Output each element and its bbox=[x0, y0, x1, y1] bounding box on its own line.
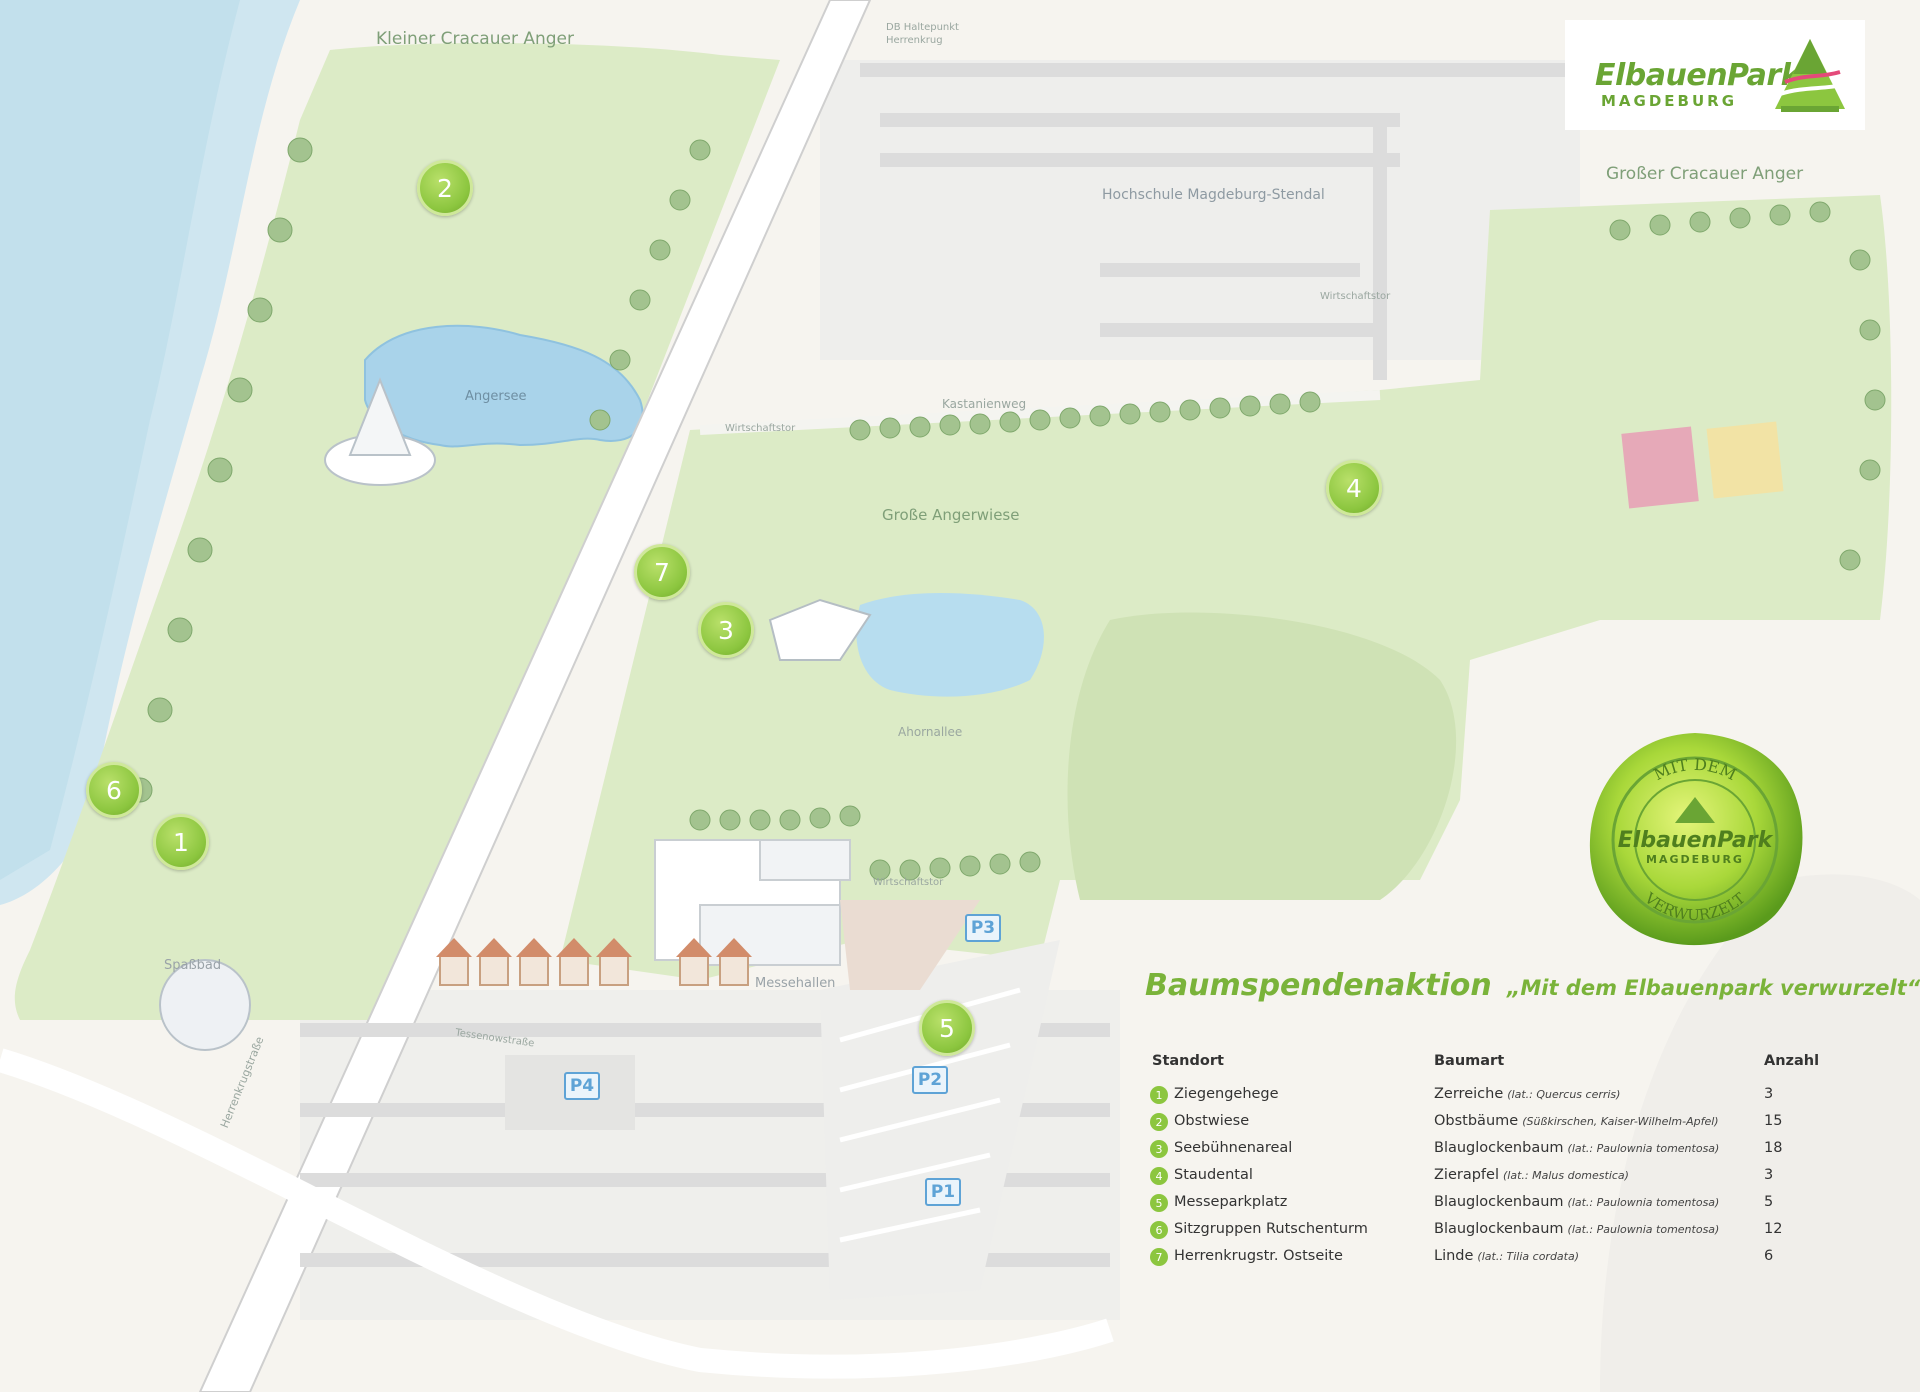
legend-row-count: 5 bbox=[1764, 1194, 1774, 1210]
legend-row-site: Ziegengehege bbox=[1174, 1086, 1279, 1102]
legend-row-count: 3 bbox=[1764, 1167, 1774, 1183]
label-messehallen: Messehallen bbox=[755, 976, 836, 991]
legend-row-site: Obstwiese bbox=[1174, 1113, 1250, 1129]
legend-row: 5 Messeparkplatz Blauglockenbaum(lat.: P… bbox=[1150, 1193, 1830, 1217]
parking-p4[interactable]: P4 bbox=[564, 1072, 600, 1100]
legend-row-site: Messeparkplatz bbox=[1174, 1194, 1288, 1210]
parking-p1[interactable]: P1 bbox=[925, 1178, 961, 1206]
elbauenpark-logo: ElbauenPark MAGDEBURG bbox=[1565, 20, 1865, 130]
label-grosser-cracauer-anger: Großer Cracauer Anger bbox=[1606, 164, 1804, 184]
label-hochschule: Hochschule Magdeburg-Stendal bbox=[1102, 187, 1325, 203]
legend-row-number: 7 bbox=[1150, 1248, 1168, 1266]
legend-header-tree: Baumart bbox=[1434, 1053, 1505, 1069]
legend-row-number: 6 bbox=[1150, 1221, 1168, 1239]
marker-2-obstwiese[interactable]: 2 bbox=[417, 160, 473, 216]
label-haltepunkt-line1: DB Haltepunkt bbox=[886, 22, 959, 33]
legend-row-site: Herrenkrugstr. Ostseite bbox=[1174, 1248, 1343, 1264]
park-west bbox=[14, 43, 780, 1020]
campaign-subtitle: „Mit dem Elbauenpark verwurzelt“ bbox=[1506, 976, 1920, 1000]
marker-5-messeparkplatz[interactable]: 5 bbox=[919, 1000, 975, 1056]
legend-row: 3 Seebühnenareal Blauglockenbaum(lat.: P… bbox=[1150, 1139, 1830, 1163]
verwurzelt-seal: MIT DEM VERWURZELT ElbauenPark MAGDEBURG bbox=[1589, 733, 1803, 946]
logo-city: MAGDEBURG bbox=[1601, 92, 1738, 110]
parking-p2[interactable]: P2 bbox=[912, 1066, 948, 1094]
legend-row-site: Staudental bbox=[1174, 1167, 1253, 1183]
label-grosse-angerwiese: Große Angerwiese bbox=[882, 506, 1020, 524]
legend-row-number: 1 bbox=[1150, 1086, 1168, 1104]
legend-row-count: 18 bbox=[1764, 1140, 1783, 1156]
legend-row-tree: Blauglockenbaum(lat.: Paulownia tomentos… bbox=[1434, 1140, 1720, 1156]
legend-row: 6 Sitzgruppen Rutschenturm Blauglockenba… bbox=[1150, 1220, 1830, 1244]
logo-tree-icon bbox=[1775, 39, 1846, 112]
marker-4-staudental[interactable]: 4 bbox=[1326, 460, 1382, 516]
marker-7-herrenkrugstr-ostseite[interactable]: 7 bbox=[634, 544, 690, 600]
marker-1-ziegengehege[interactable]: 1 bbox=[153, 814, 209, 870]
legend-row-site: Sitzgruppen Rutschenturm bbox=[1174, 1221, 1368, 1237]
legend-row-number: 4 bbox=[1150, 1167, 1168, 1185]
legend-row-count: 12 bbox=[1764, 1221, 1783, 1237]
legend-row-number: 3 bbox=[1150, 1140, 1168, 1158]
legend-row-tree: Obstbäume(Süßkirschen, Kaiser-Wilhelm-Ap… bbox=[1434, 1113, 1719, 1129]
legend-row-tree: Zerreiche(lat.: Quercus cerris) bbox=[1434, 1086, 1621, 1102]
legend-row-tree: Linde(lat.: Tilia cordata) bbox=[1434, 1248, 1580, 1264]
legend-row-count: 15 bbox=[1764, 1113, 1783, 1129]
label-wirtschaftstor-south: Wirtschaftstor bbox=[873, 877, 944, 888]
herrenkrugstrasse-road bbox=[198, 0, 872, 1392]
legend-row-count: 6 bbox=[1764, 1248, 1774, 1264]
legend-row-number: 2 bbox=[1150, 1113, 1168, 1131]
campaign-title: Baumspendenaktion bbox=[1145, 968, 1492, 1003]
label-kleiner-cracauer-anger: Kleiner Cracauer Anger bbox=[376, 29, 574, 49]
park-east bbox=[560, 195, 1892, 980]
marker-6-sitzgruppen-rutschenturm[interactable]: 6 bbox=[86, 762, 142, 818]
logo-name: ElbauenPark bbox=[1595, 58, 1801, 93]
parking-p3[interactable]: P3 bbox=[965, 914, 1001, 942]
label-wirtschaftstor-east: Wirtschaftstor bbox=[1320, 291, 1391, 302]
legend-row: 4 Staudental Zierapfel(lat.: Malus domes… bbox=[1150, 1166, 1830, 1190]
legend-row-number: 5 bbox=[1150, 1194, 1168, 1212]
legend-row: 2 Obstwiese Obstbäume(Süßkirschen, Kaise… bbox=[1150, 1112, 1830, 1136]
legend-row-tree: Blauglockenbaum(lat.: Paulownia tomentos… bbox=[1434, 1221, 1720, 1237]
label-wirtschaftstor-west: Wirtschaftstor bbox=[725, 423, 796, 434]
legend-header-count: Anzahl bbox=[1764, 1053, 1820, 1069]
marker-3-seebuehnenareal[interactable]: 3 bbox=[698, 602, 754, 658]
campaign-title-block: Baumspendenaktion „Mit dem Elbauenpark v… bbox=[1145, 968, 1920, 1003]
label-ahornallee: Ahornallee bbox=[898, 725, 963, 739]
legend-row: 7 Herrenkrugstr. Ostseite Linde(lat.: Ti… bbox=[1150, 1247, 1830, 1271]
seal-brand: ElbauenPark bbox=[1618, 828, 1774, 853]
legend-row: 1 Ziegengehege Zerreiche(lat.: Quercus c… bbox=[1150, 1085, 1830, 1109]
legend-row-tree: Blauglockenbaum(lat.: Paulownia tomentos… bbox=[1434, 1194, 1720, 1210]
legend-row-site: Seebühnenareal bbox=[1174, 1140, 1293, 1156]
label-spassbad: Spaßbad bbox=[164, 958, 222, 973]
legend-header-site: Standort bbox=[1152, 1053, 1224, 1069]
seal-city: MAGDEBURG bbox=[1646, 853, 1744, 866]
legend-row-tree: Zierapfel(lat.: Malus domestica) bbox=[1434, 1167, 1629, 1183]
label-angersee: Angersee bbox=[465, 389, 527, 404]
label-kastanienweg: Kastanienweg bbox=[942, 397, 1027, 411]
legend-row-count: 3 bbox=[1764, 1086, 1774, 1102]
angersee-lake bbox=[364, 324, 644, 448]
label-haltepunkt-line2: Herrenkrug bbox=[886, 35, 943, 46]
